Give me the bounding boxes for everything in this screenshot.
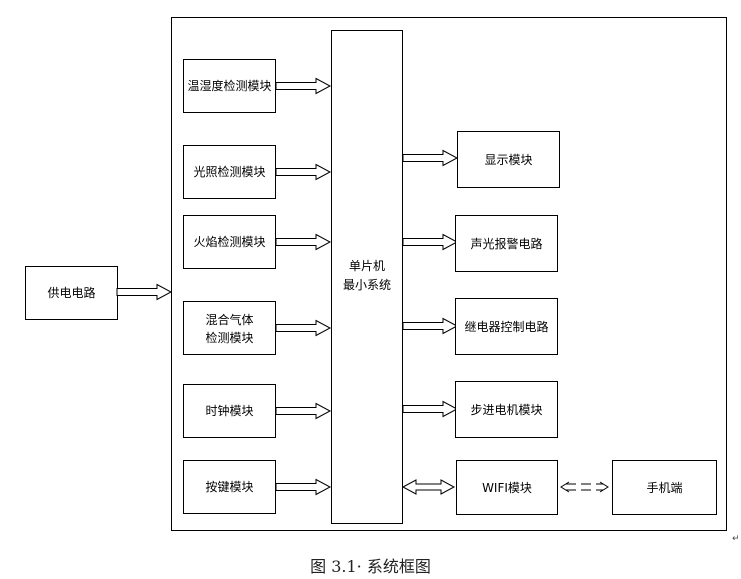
wifi-box xyxy=(456,460,558,515)
phone-label: 手机端 xyxy=(646,481,682,495)
keys-box xyxy=(183,460,276,514)
power-supply-label: 供电电路 xyxy=(47,285,95,300)
temp-humidity-label: 温湿度检测模块 xyxy=(187,78,271,93)
power-supply-arrow xyxy=(116,284,172,300)
keys-arrow xyxy=(275,479,331,495)
power-supply-box xyxy=(25,266,118,320)
gas-label-line2: 检测模块 xyxy=(205,330,253,345)
paragraph-mark: ↵ xyxy=(732,534,740,544)
wireless-link xyxy=(560,481,609,493)
clock-box xyxy=(183,384,276,438)
wifi-bidirectional-arrow xyxy=(401,479,456,495)
alarm-label: 声光报警电路 xyxy=(470,236,542,251)
temp-humidity-box xyxy=(183,59,276,113)
mcu-box xyxy=(331,30,403,524)
alarm-arrow xyxy=(402,234,458,250)
stepper-label: 步进电机模块 xyxy=(470,403,542,417)
stepper-box xyxy=(455,381,558,438)
wifi-label: WIFI模块 xyxy=(482,481,532,495)
system-frame xyxy=(171,17,727,531)
display-arrow xyxy=(402,150,458,166)
mcu-label-line2: 最小系统 xyxy=(343,278,391,292)
display-label: 显示模块 xyxy=(484,153,532,167)
display-box xyxy=(457,131,560,188)
clock-label: 时钟模块 xyxy=(205,403,253,418)
gas-label-line1: 混合气体 xyxy=(205,312,253,327)
relay-arrow xyxy=(402,318,458,334)
system-block-diagram: 供电电路 单片机 最小系统 温湿度检测模块 光照检测模块 火焰检测模块 混合气体… xyxy=(25,17,727,531)
relay-label: 继电器控制电路 xyxy=(464,319,548,334)
relay-box xyxy=(455,298,558,355)
gas-box xyxy=(183,301,276,355)
stepper-arrow xyxy=(402,401,458,417)
flame-label: 火焰检测模块 xyxy=(193,234,265,249)
alarm-box xyxy=(455,215,558,272)
flame-arrow xyxy=(275,234,331,250)
mcu-label-line1: 单片机 xyxy=(349,259,385,273)
temp-humidity-arrow xyxy=(275,78,331,94)
figure-caption: 图 3.1· 系统框图 xyxy=(310,557,431,576)
light-arrow xyxy=(275,164,331,180)
phone-box xyxy=(612,460,717,515)
flame-box xyxy=(183,215,276,269)
gas-arrow xyxy=(275,320,331,336)
keys-label: 按键模块 xyxy=(205,480,253,494)
clock-arrow xyxy=(275,403,331,419)
light-label: 光照检测模块 xyxy=(193,164,265,179)
